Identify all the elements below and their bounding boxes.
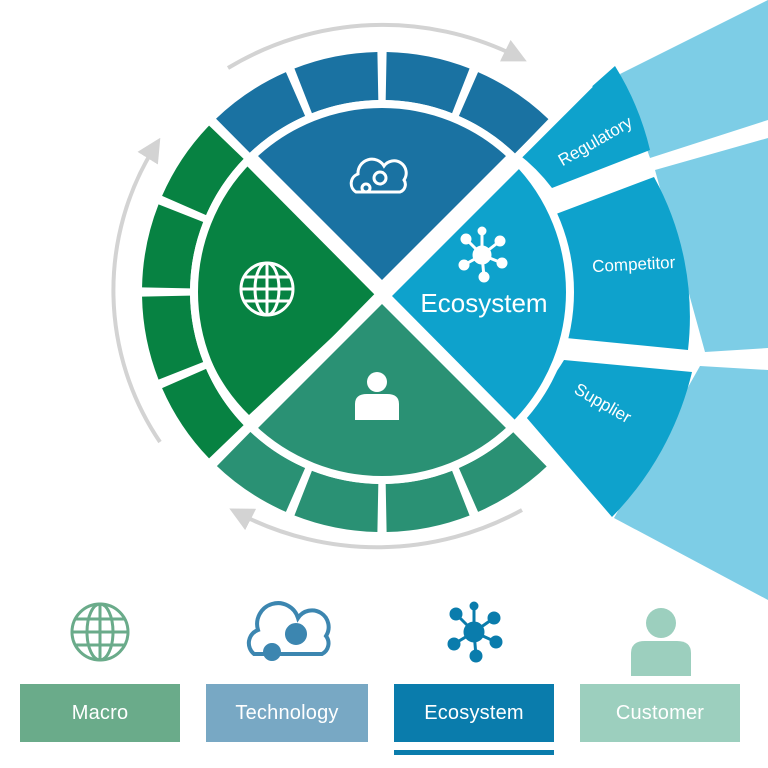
outer-ring-segment-macro-2[interactable] [142,295,204,380]
fan-segment-competitor[interactable] [556,177,690,350]
network-nodes-icon [447,601,503,663]
fan-light-bands [614,0,768,600]
selected-tab-underline [394,750,554,755]
outer-ring-segment-macro-4[interactable] [162,125,244,216]
globe-icon [70,602,130,662]
cloud-gears-icon [246,601,331,661]
rotation-arrows [111,22,527,550]
tab-technology[interactable]: Technology [206,684,368,742]
quadrant-technology[interactable] [255,100,509,281]
center-label-ecosystem: Ecosystem [420,288,547,318]
outer-ring-segment-macro-1[interactable] [162,368,244,459]
separators [177,81,593,503]
outer-ring-segment-technology-3[interactable] [385,52,470,114]
fan-segments [517,66,692,517]
outer-ring-segment-customer-2[interactable] [385,470,470,532]
bottom-rotation-arrow [229,508,523,550]
outer-ring [142,52,549,532]
globe-icon [239,261,295,317]
network-nodes-icon [458,226,508,283]
tab-icon-ecosystem [442,600,506,669]
outer-ring-segment-customer-1[interactable] [458,430,549,512]
tab-icon-customer [628,606,694,681]
outer-ring-segment-technology-4[interactable] [458,72,549,154]
outer-ring-segment-customer-4[interactable] [215,430,306,512]
tab-macro[interactable]: Macro [20,684,180,742]
fan-segment-regulatory[interactable] [517,66,650,188]
quadrant-customer[interactable] [256,304,508,482]
outer-ring-segment-technology-1[interactable] [215,72,306,154]
person-icon [631,608,691,676]
fan-label-competitor: Competitor [592,253,676,276]
left-rotation-arrow [111,137,162,444]
outer-ring-segment-technology-2[interactable] [294,52,379,114]
cloud-gears-icon [349,157,408,194]
tab-customer[interactable]: Customer [580,684,740,742]
tab-icon-technology [242,600,338,677]
outer-ring-segment-macro-3[interactable] [142,204,204,289]
tab-icon-macro [68,600,132,669]
outer-ring-segment-customer-3[interactable] [294,470,379,532]
person-icon [355,372,399,420]
top-rotation-arrow [226,22,527,70]
quadrant-ecosystem[interactable] [392,167,570,420]
fan-segment-supplier[interactable] [520,360,692,517]
tab-ecosystem[interactable]: Ecosystem [394,684,554,742]
